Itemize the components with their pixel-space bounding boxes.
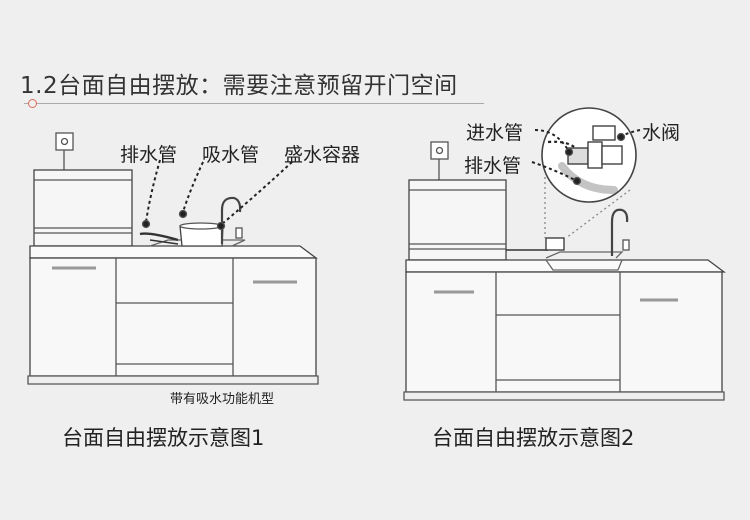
figure1-caption: 台面自由摆放示意图1	[62, 426, 265, 450]
suction-pipe-label: 吸水管	[202, 144, 260, 166]
water-container-label: 盛水容器	[284, 144, 361, 166]
figure2-drawing	[403, 107, 726, 401]
title-bullet-dot	[28, 99, 37, 108]
figure2-caption: 台面自由摆放示意图2	[432, 426, 635, 450]
drain-pipe-label-2: 排水管	[464, 155, 522, 177]
suction-model-note: 带有吸水功能机型	[170, 392, 275, 407]
drain-pipe-label-1: 排水管	[120, 144, 178, 166]
figure1-drawing	[27, 132, 319, 385]
water-valve-label: 水阀	[642, 122, 681, 144]
inlet-pipe-label: 进水管	[466, 122, 524, 144]
title-underline	[24, 103, 484, 104]
section-title: 1.2台面自由摆放：需要注意预留开门空间	[20, 73, 458, 99]
